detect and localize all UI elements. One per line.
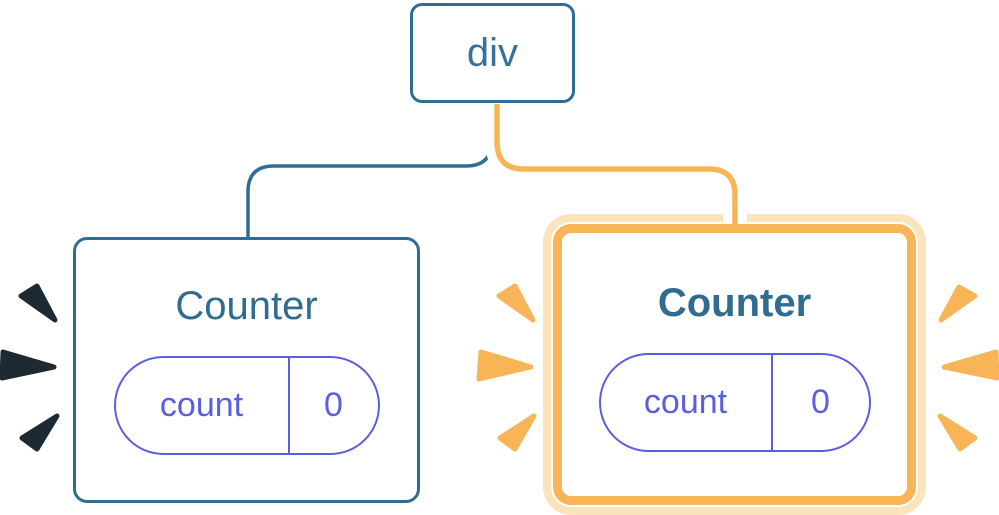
counter-title: Counter <box>175 284 318 328</box>
spark-icon <box>18 283 58 323</box>
spark-icon <box>497 413 537 452</box>
state-value-cell: 0 <box>287 358 378 453</box>
spark-icon <box>0 349 57 381</box>
edge-root-to-left-counter <box>246 104 494 238</box>
root-node-label: div <box>466 30 519 75</box>
spark-burst-right-counter-right <box>937 284 999 452</box>
state-key-cell: count <box>643 383 728 421</box>
spark-icon <box>938 284 978 323</box>
state-value-cell: 0 <box>770 355 869 450</box>
state-pill: count 0 <box>598 353 871 452</box>
state-pill: count 0 <box>113 356 380 455</box>
counter-card-left: Counter count 0 <box>73 237 420 503</box>
counter-card-right: Counter count 0 <box>543 214 926 515</box>
spark-icon <box>937 413 978 452</box>
spark-icon <box>941 349 999 381</box>
spark-icon <box>19 413 60 452</box>
spark-burst-left-counter <box>0 283 60 452</box>
state-key-cell: count <box>159 386 244 424</box>
tree-node-root: div <box>410 3 575 103</box>
spark-burst-right-counter-left <box>476 283 537 452</box>
spark-icon <box>476 349 534 382</box>
edge-root-to-right-counter-casing <box>485 104 747 223</box>
counter-title: Counter <box>657 281 812 325</box>
spark-icon <box>496 283 536 323</box>
edge-root-to-right-counter <box>494 104 738 232</box>
